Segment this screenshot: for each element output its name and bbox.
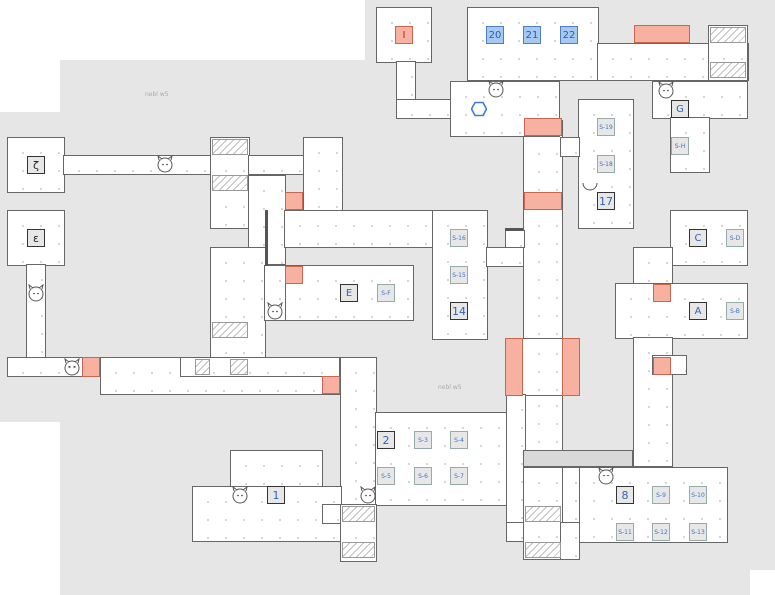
- door[interactable]: [285, 266, 303, 284]
- hatched-floor: [230, 359, 248, 375]
- room-20-22: [467, 7, 599, 81]
- cat-icon[interactable]: [26, 284, 46, 302]
- room-a: [615, 283, 748, 339]
- tile-21[interactable]: 21: [523, 26, 541, 44]
- door[interactable]: [653, 357, 671, 375]
- cat-icon[interactable]: [656, 81, 676, 99]
- tile-s-f[interactable]: S-F: [377, 284, 395, 302]
- cat-icon[interactable]: [358, 486, 378, 504]
- cat-icon[interactable]: [580, 173, 600, 191]
- room-2-7-main: [375, 412, 508, 506]
- tile-s-16[interactable]: S-16: [450, 229, 468, 247]
- ledge-bar: [523, 450, 633, 467]
- tile-s-7[interactable]: S-7: [450, 467, 468, 485]
- cat-icon[interactable]: [265, 302, 285, 320]
- tile-s-d[interactable]: S-D: [726, 229, 744, 247]
- tile-s-b[interactable]: S-B: [726, 302, 744, 320]
- tile-s-11[interactable]: S-11: [616, 523, 634, 541]
- corridor-8-west: [560, 467, 580, 525]
- room-hexagon: [450, 81, 560, 137]
- door[interactable]: [505, 338, 523, 396]
- cat-icon[interactable]: [155, 155, 175, 173]
- tile-s-9[interactable]: S-9: [652, 486, 670, 504]
- room-epsilon: [7, 210, 65, 266]
- tile-8[interactable]: 8: [616, 486, 634, 504]
- corridor-door-west: [505, 230, 525, 248]
- corridor-south-link: [506, 522, 526, 542]
- room-2-7: [340, 357, 377, 507]
- tile-s-3[interactable]: S-3: [414, 431, 432, 449]
- tile-s-15[interactable]: S-15: [450, 266, 468, 284]
- corridor-17-west: [560, 137, 580, 157]
- tile-epsilon[interactable]: ε: [27, 229, 45, 247]
- tile-1[interactable]: 1: [267, 486, 285, 504]
- hatched-floor: [342, 506, 375, 522]
- hatched-floor: [212, 322, 248, 338]
- hatched-floor: [212, 175, 248, 191]
- tile-s-18[interactable]: S-18: [597, 155, 615, 173]
- tile-s-12[interactable]: S-12: [652, 523, 670, 541]
- tile-s-4[interactable]: S-4: [450, 431, 468, 449]
- door[interactable]: [82, 357, 100, 377]
- hatched-floor: [212, 139, 248, 155]
- tile-zeta[interactable]: ζ: [27, 156, 45, 174]
- corridor-lower-mid: [180, 357, 340, 377]
- tile-2[interactable]: 2: [377, 431, 395, 449]
- room-i: [376, 7, 432, 63]
- zone-label-lower: nebl w5: [438, 384, 462, 391]
- tile-c[interactable]: C: [689, 229, 707, 247]
- door[interactable]: [524, 118, 562, 136]
- cat-icon[interactable]: [62, 358, 82, 376]
- corridor-south-west-link: [322, 504, 342, 524]
- tile-s-6[interactable]: S-6: [414, 467, 432, 485]
- hexagon-icon[interactable]: [470, 101, 488, 117]
- cat-icon[interactable]: [596, 467, 616, 485]
- hatched-floor: [710, 62, 746, 78]
- door[interactable]: [653, 284, 671, 302]
- tile-14[interactable]: 14: [450, 302, 468, 320]
- wall-segment: [265, 210, 268, 266]
- corridor-main-vertical: [523, 120, 563, 460]
- tile-s-13[interactable]: S-13: [689, 523, 707, 541]
- tile-22[interactable]: 22: [560, 26, 578, 44]
- door[interactable]: [524, 192, 562, 210]
- corridor-central-top: [248, 155, 308, 175]
- tile-s-10[interactable]: S-10: [689, 486, 707, 504]
- room-1: [230, 450, 323, 488]
- tile-17[interactable]: 17: [597, 192, 615, 210]
- door[interactable]: [322, 376, 340, 394]
- hatched-floor: [710, 27, 746, 43]
- tile-s-19[interactable]: S-19: [597, 118, 615, 136]
- tile-s-h[interactable]: S-H: [671, 137, 689, 155]
- room-south-east-bottom: [560, 522, 580, 560]
- tile-e[interactable]: E: [340, 284, 358, 302]
- corridor-epsilon-south: [26, 264, 46, 360]
- corridor-zeta-east: [63, 155, 213, 175]
- tile-a[interactable]: A: [689, 302, 707, 320]
- door[interactable]: [285, 192, 303, 210]
- hatched-floor: [342, 542, 375, 558]
- tile-i[interactable]: I: [395, 26, 413, 44]
- wall-segment: [505, 228, 523, 231]
- zone-label-upper: nebl w5: [145, 91, 169, 98]
- door[interactable]: [562, 338, 580, 396]
- corridor-14-east: [486, 247, 526, 267]
- cat-icon[interactable]: [230, 486, 250, 504]
- cat-icon[interactable]: [486, 80, 506, 98]
- hatched-floor: [195, 359, 210, 375]
- tile-20[interactable]: 20: [486, 26, 504, 44]
- hatched-floor: [525, 542, 561, 558]
- corridor-c-west: [633, 247, 673, 285]
- tile-g[interactable]: G: [671, 100, 689, 118]
- hatched-floor: [525, 506, 561, 522]
- door[interactable]: [634, 25, 690, 43]
- room-central-east-upper: [303, 137, 343, 212]
- tile-s-5[interactable]: S-5: [377, 467, 395, 485]
